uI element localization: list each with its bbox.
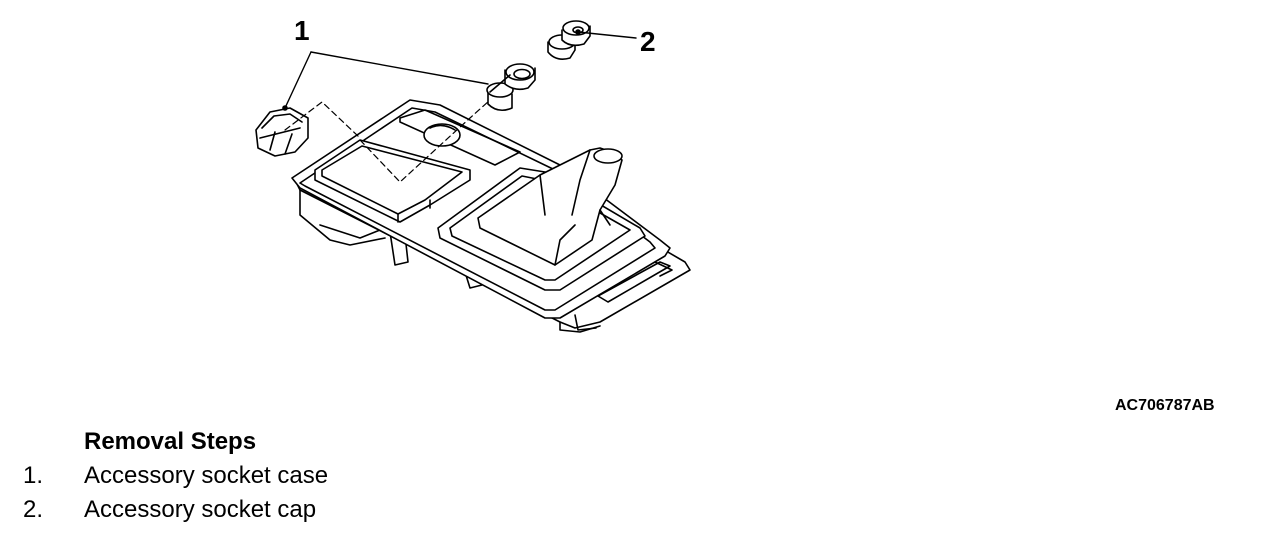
installation-guides [284,99,491,183]
figure-code: AC706787AB [1115,397,1215,414]
accessory-socket-case-loose [255,105,309,157]
step-label: Accessory socket case [84,462,329,489]
storage-tray [314,139,471,223]
accessory-socket-cap [547,20,591,60]
callout-number-2: 2 [640,26,656,57]
removal-step: 1. Accessory socket case [23,462,328,490]
removal-step: 2. Accessory socket cap [23,496,316,524]
callout-number-1: 1 [294,15,310,46]
step-label: Accessory socket cap [84,496,317,523]
step-number: 1. [23,462,44,489]
socket-opening [399,109,521,166]
accessory-socket-case-installed [486,63,536,112]
step-number: 2. [23,496,44,523]
leader-lines [284,31,637,109]
shift-boot [477,147,623,266]
removal-steps-title: Removal Steps [84,428,257,455]
console-exploded-diagram [255,20,691,333]
